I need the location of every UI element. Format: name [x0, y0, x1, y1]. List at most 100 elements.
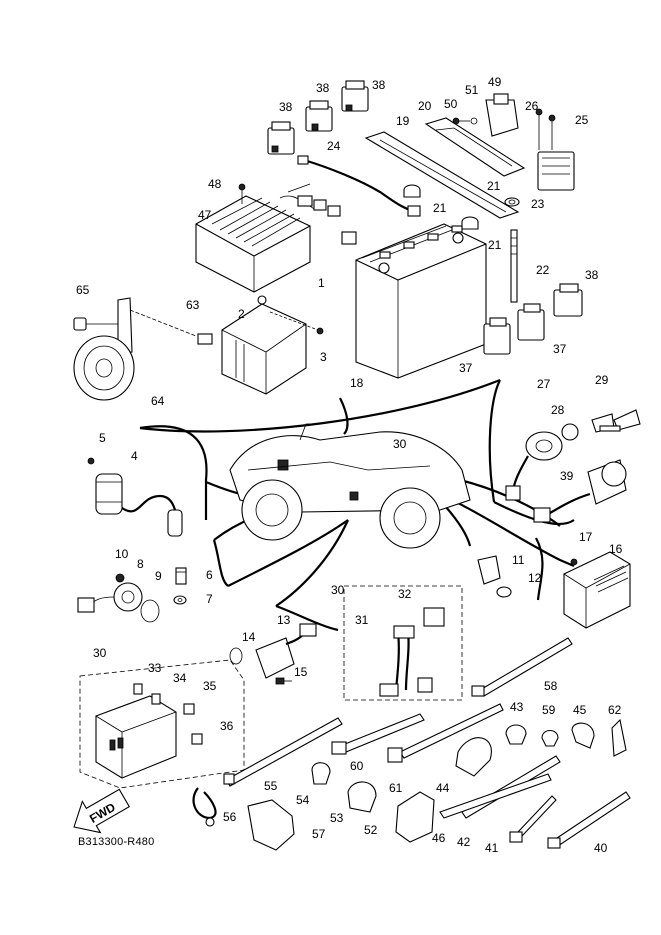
- callout-38a: 38: [372, 78, 386, 92]
- callout-36: 36: [220, 719, 234, 733]
- callout-38d: 38: [585, 268, 599, 282]
- o-ring-9: [140, 599, 160, 623]
- callout-45: 45: [573, 703, 587, 717]
- callout-54: 54: [296, 793, 310, 807]
- clamp-52: [395, 791, 435, 843]
- cable-tie-60: [331, 713, 425, 755]
- callout-32: 32: [398, 587, 412, 601]
- cable-tie-40: [547, 791, 631, 849]
- relay-38-top-left: [267, 121, 295, 155]
- clamp-57: [247, 799, 295, 851]
- relay-38-right: [553, 283, 583, 317]
- washer-7: [173, 595, 187, 605]
- callout-31: 31: [355, 613, 369, 627]
- callout-9: 9: [155, 569, 162, 583]
- clamp-44: [455, 737, 492, 777]
- callout-5: 5: [99, 431, 106, 445]
- callout-40: 40: [594, 841, 608, 855]
- callout-30b: 30: [331, 583, 345, 597]
- cable-tie-55: [223, 717, 343, 787]
- callout-17: 17: [579, 530, 593, 544]
- sensor-49: [452, 93, 519, 137]
- callout-16: 16: [609, 542, 623, 556]
- callout-11: 11: [512, 553, 525, 567]
- fwd-arrow: FWD: [73, 788, 131, 834]
- callout-6: 6: [206, 568, 213, 582]
- atv-vehicle-outline: [229, 423, 471, 549]
- callout-25: 25: [575, 113, 589, 127]
- ignition-coil-4: [87, 457, 183, 537]
- callout-27: 27: [537, 377, 551, 391]
- relay-38-top-middle: [305, 100, 333, 132]
- callout-24: 24: [327, 139, 341, 153]
- screw-48: [238, 183, 246, 204]
- sensor-6: [175, 567, 187, 585]
- clamp-54: [311, 762, 331, 785]
- callout-20: 20: [418, 99, 432, 113]
- callout-41: 41: [485, 841, 499, 855]
- callout-3: 3: [320, 350, 327, 364]
- callout-21c: 21: [487, 179, 501, 193]
- callout-55: 55: [264, 779, 278, 793]
- control-unit-1: [221, 295, 324, 395]
- callout-18: 18: [350, 376, 364, 390]
- sensor-8: [77, 573, 143, 613]
- callout-21a: 21: [433, 201, 447, 215]
- wire-kit-30-center: [343, 585, 463, 701]
- callout-10: 10: [115, 547, 129, 561]
- callout-4: 4: [131, 449, 138, 463]
- callout-34: 34: [173, 671, 187, 685]
- relay-25: [535, 108, 575, 191]
- clamp-45: [571, 722, 595, 749]
- callout-43: 43: [510, 700, 524, 714]
- sensor-11: [477, 555, 512, 598]
- clamp-59: [541, 729, 559, 747]
- relay-38-top-right: [341, 80, 369, 112]
- callout-48: 48: [208, 177, 222, 191]
- callout-7: 7: [206, 592, 213, 606]
- grommet-21-b: [461, 216, 479, 230]
- nut-23: [504, 197, 520, 207]
- callout-42: 42: [457, 835, 471, 849]
- relay-37-left: [483, 317, 511, 355]
- reference-code: B313300-R480: [78, 836, 155, 848]
- ecu-47: [195, 183, 357, 293]
- callout-53: 53: [330, 811, 344, 825]
- callout-26: 26: [525, 99, 539, 113]
- callout-46: 46: [432, 831, 446, 845]
- cable-tie-41: [509, 795, 557, 843]
- callout-38c: 38: [279, 100, 293, 114]
- callout-56: 56: [223, 810, 237, 824]
- clamp-53: [347, 781, 377, 813]
- callout-labels: 1 2 3 4 5 6 7 8 9 10 11 12 13 14 15 16 1…: [76, 75, 623, 855]
- relay-37-right: [517, 303, 545, 341]
- fuse-box-kit-30-left: [79, 659, 245, 789]
- battery-18: [355, 223, 487, 379]
- callout-21b: 21: [488, 238, 502, 252]
- callout-37a: 37: [459, 361, 473, 375]
- callout-30c: 30: [93, 646, 107, 660]
- socket-39: [533, 459, 627, 523]
- callout-59: 59: [542, 703, 556, 717]
- sensor-13: [229, 623, 317, 685]
- callout-47: 47: [198, 208, 212, 222]
- callout-28: 28: [551, 403, 565, 417]
- callout-2: 2: [238, 307, 245, 321]
- callout-13: 13: [277, 613, 291, 627]
- callout-14: 14: [242, 630, 256, 644]
- callout-62: 62: [608, 703, 622, 717]
- cable-tie-58: [471, 637, 573, 697]
- bolt-22: [510, 229, 518, 303]
- callout-39: 39: [560, 469, 574, 483]
- cable-tie-61: [387, 703, 504, 763]
- callout-37b: 37: [553, 342, 567, 356]
- callout-30a: 30: [393, 437, 407, 451]
- callout-33: 33: [148, 661, 162, 675]
- bolt-65: [73, 317, 118, 331]
- main-switch-27: [505, 409, 641, 501]
- callout-65: 65: [76, 283, 90, 297]
- callout-51: 51: [465, 83, 479, 97]
- tie-56: [192, 787, 217, 827]
- rectifier-16: [563, 551, 631, 629]
